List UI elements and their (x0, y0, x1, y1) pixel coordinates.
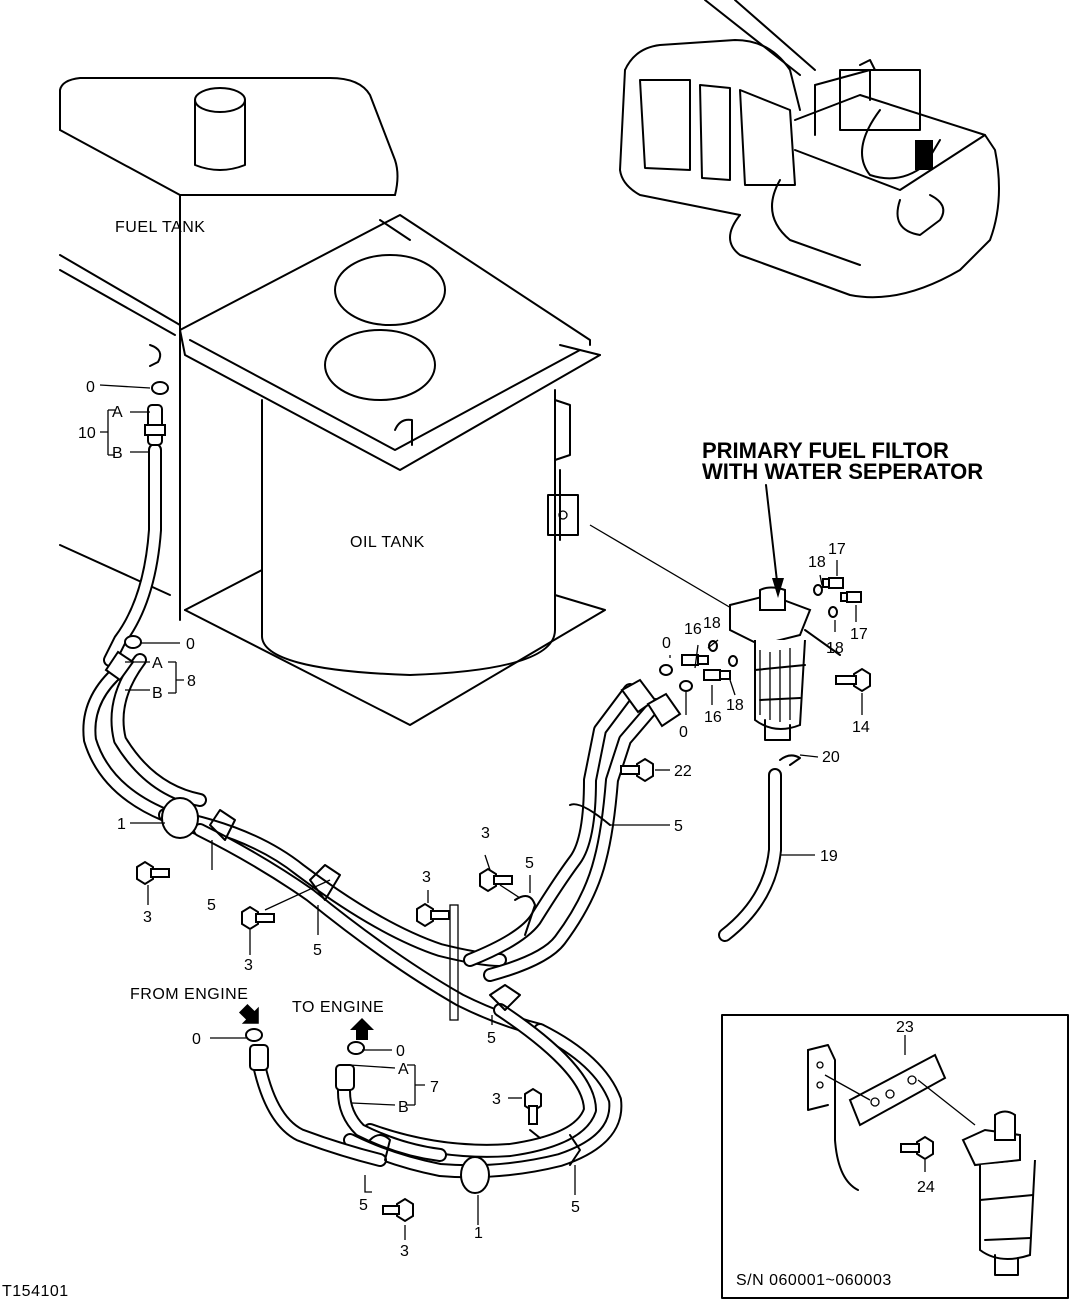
callout-b: B (398, 1099, 409, 1116)
callout-3: 3 (492, 1091, 501, 1108)
leader-lines (99, 384, 863, 1240)
callout-5: 5 (674, 818, 683, 835)
fuel-tank-label: FUEL TANK (115, 219, 205, 236)
serial-range: S/N 060001~060003 (736, 1272, 892, 1289)
hose-fittings (104, 381, 682, 1091)
to-engine-label: TO ENGINE (292, 999, 384, 1016)
callout-a: A (112, 404, 123, 421)
callout-22: 22 (674, 763, 692, 780)
callout-5: 5 (359, 1197, 368, 1214)
callout-16: 16 (684, 621, 702, 638)
callout-0: 0 (679, 724, 688, 741)
callout-5: 5 (525, 855, 534, 872)
callout-5: 5 (487, 1030, 496, 1047)
callout-10: 10 (78, 425, 96, 442)
fuel-hoses (82, 443, 662, 1179)
callout-16: 16 (704, 709, 722, 726)
fuel-tank: FUEL TANK (59, 77, 399, 621)
callout-14: 14 (852, 719, 870, 736)
callout-18: 18 (808, 554, 826, 571)
engine-arrows: FROM ENGINE TO ENGINE (130, 986, 384, 1040)
callout-0: 0 (396, 1043, 405, 1060)
callout-5: 5 (207, 897, 216, 914)
figure-id: T154101 (2, 1283, 69, 1300)
callout-17: 17 (850, 626, 868, 643)
callout-0: 0 (662, 635, 671, 652)
callout-3: 3 (400, 1243, 409, 1260)
callout-3: 3 (143, 909, 152, 926)
callout-a: A (398, 1061, 409, 1078)
callout-b: B (112, 445, 123, 462)
callout-0: 0 (86, 379, 95, 396)
callout-0: 0 (192, 1031, 201, 1048)
callout-18: 18 (726, 697, 744, 714)
callout-20: 20 (822, 749, 840, 766)
callout-1: 1 (117, 816, 126, 833)
callout-3: 3 (422, 869, 431, 886)
from-engine-label: FROM ENGINE (130, 986, 248, 1003)
callout-17: 17 (828, 541, 846, 558)
filter-title-line2: WITH WATER SEPERATOR (702, 459, 983, 484)
callout-24: 24 (917, 1179, 935, 1196)
excavator-illustration (619, 0, 1000, 299)
callout-b: B (152, 685, 163, 702)
to-engine-arrow-icon (350, 1018, 374, 1040)
callout-3: 3 (481, 825, 490, 842)
callout-1: 1 (474, 1225, 483, 1242)
oil-tank-label: OIL TANK (350, 534, 425, 551)
callout-19: 19 (820, 848, 838, 865)
callout-numbers: 0 A 10 B 0 A 8 B 1 3 5 3 5 3 3 5 5 22 20… (78, 379, 870, 1260)
oil-tank: OIL TANK (179, 214, 761, 726)
bolts (136, 667, 871, 1223)
callout-0: 0 (186, 636, 195, 653)
callout-a: A (152, 655, 163, 672)
callout-5: 5 (571, 1199, 580, 1216)
callout-8: 8 (187, 673, 196, 690)
hose-clamps (161, 797, 611, 1194)
callout-18: 18 (826, 640, 844, 657)
callout-7: 7 (430, 1079, 439, 1096)
filter-title-line1: PRIMARY FUEL FILTOR (702, 438, 949, 463)
callout-23: 23 (896, 1019, 914, 1036)
callout-5: 5 (313, 942, 322, 959)
serial-variant-inset: 23 24 S/N 060001~060003 (721, 1014, 1069, 1299)
primary-fuel-filter: PRIMARY FUEL FILTOR WITH WATER SEPERATOR (659, 438, 983, 942)
callout-18: 18 (703, 615, 721, 632)
from-engine-arrow-icon (238, 1003, 259, 1024)
callout-3: 3 (244, 957, 253, 974)
